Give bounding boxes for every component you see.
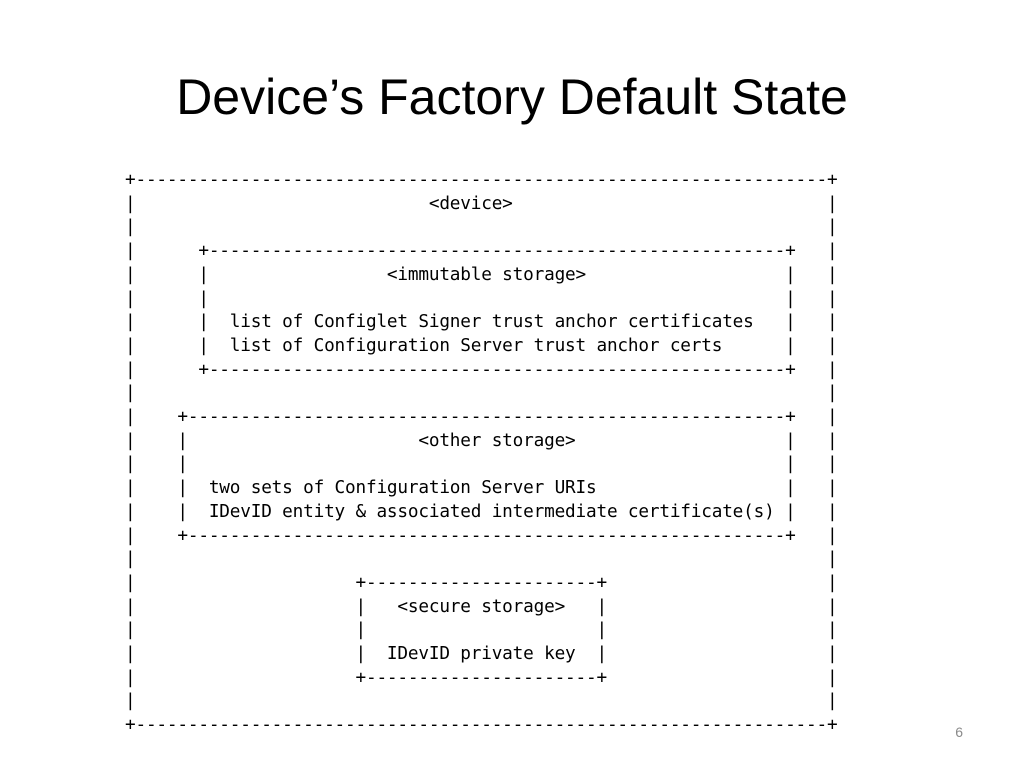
diagram-line: | | IDevID entity & associated intermedi…	[125, 500, 838, 522]
slide-title: Device’s Factory Default State	[176, 69, 848, 125]
diagram-line: | | | |	[125, 619, 838, 641]
diagram-line: | |	[125, 382, 838, 404]
diagram-line: | | IDevID private key | |	[125, 643, 838, 665]
diagram-line: | +----------------------+ |	[125, 666, 838, 688]
diagram-line: | +----------------------+ |	[125, 571, 838, 593]
diagram-line: | | <other storage> | |	[125, 429, 838, 451]
diagram-line: | | <immutable storage> | |	[125, 263, 838, 285]
diagram-line: | |	[125, 548, 838, 570]
diagram-line: | | list of Configuration Server trust a…	[125, 334, 838, 356]
diagram-line: | +-------------------------------------…	[125, 524, 838, 546]
diagram-line: | |	[125, 690, 838, 712]
diagram-line: | | two sets of Configuration Server URI…	[125, 477, 838, 499]
diagram-line: +---------------------------------------…	[125, 169, 838, 190]
diagram-line: | | <secure storage> | |	[125, 595, 838, 617]
diagram-line: | <device> |	[125, 192, 838, 214]
device-storage-diagram: +---------------------------------------…	[125, 168, 838, 737]
diagram-line: | | | |	[125, 453, 838, 475]
slide-number: 6	[955, 724, 963, 740]
diagram-line: | +-------------------------------------…	[125, 240, 838, 262]
diagram-line: | +-------------------------------------…	[125, 406, 838, 428]
diagram-line: +---------------------------------------…	[125, 714, 838, 736]
diagram-line: | | list of Configlet Signer trust ancho…	[125, 311, 838, 333]
diagram-line: | +-------------------------------------…	[125, 358, 838, 380]
diagram-line: | | | |	[125, 287, 838, 309]
diagram-line: | |	[125, 216, 838, 238]
